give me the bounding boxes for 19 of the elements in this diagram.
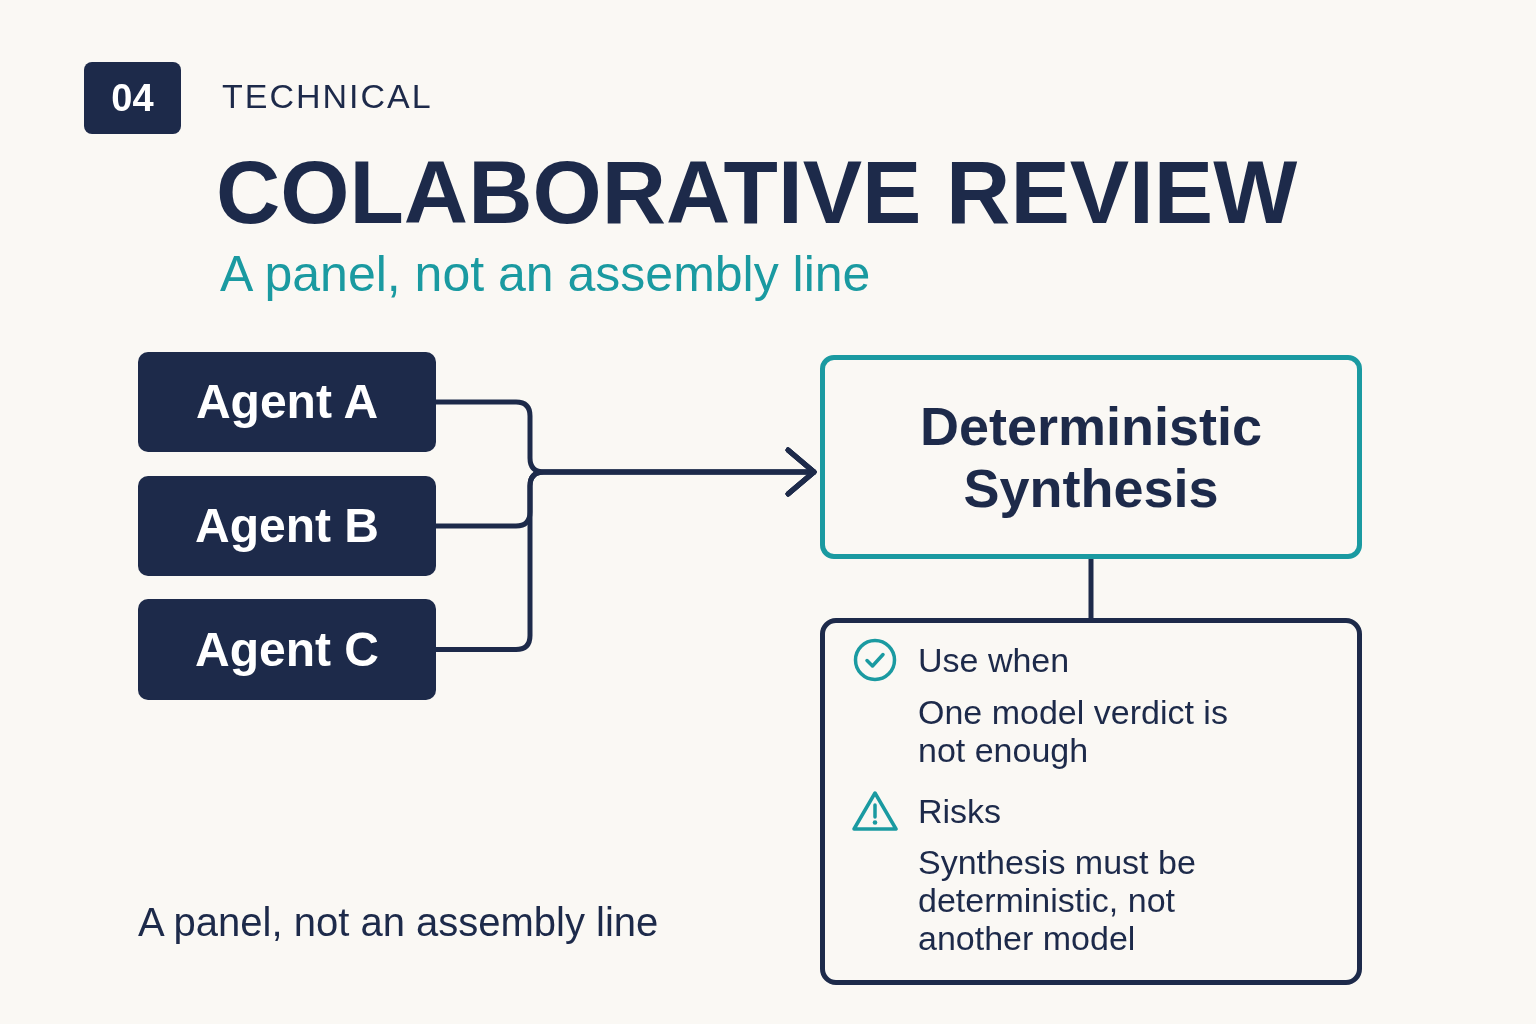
section-heading: Risks xyxy=(918,792,1002,830)
section-label: TECHNICAL xyxy=(222,79,433,113)
agent-box xyxy=(138,476,436,576)
description-text: Synthesis must be deterministic, not another model xyxy=(918,843,1197,957)
subtitle: A panel, not an assembly line xyxy=(220,249,871,299)
agent-box xyxy=(138,352,436,452)
agent-box xyxy=(138,599,436,700)
section-number: 04 xyxy=(111,79,154,117)
agent-label: Agent A xyxy=(195,378,379,426)
section-heading: Use when xyxy=(918,641,1070,679)
info-panel xyxy=(820,618,1362,985)
footer-caption: A panel, not an assembly line xyxy=(138,902,659,942)
box-title: Deterministic Synthesis xyxy=(918,395,1264,519)
number-badge xyxy=(84,62,181,134)
description-text: One model verdict is not enough xyxy=(918,693,1229,769)
agent-label: Agent B xyxy=(195,502,379,550)
slide-title: COLABORATIVE REVIEW xyxy=(216,148,1298,237)
synthesis-box xyxy=(820,355,1362,559)
agent-label: Agent C xyxy=(195,625,379,674)
